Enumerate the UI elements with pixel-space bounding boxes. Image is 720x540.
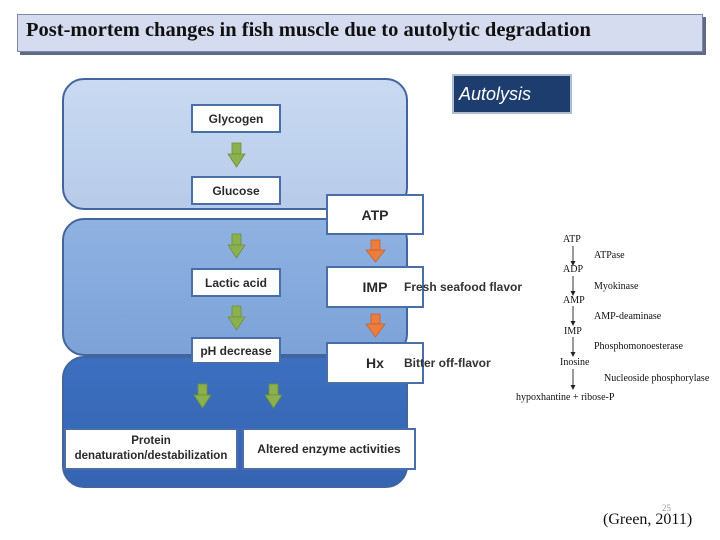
protein-label-line1: Protein	[131, 435, 171, 447]
autolysis-label: Autolysis	[459, 84, 532, 104]
lactic-acid-box: Lactic acid	[191, 268, 281, 297]
glycogen-box: Glycogen	[191, 104, 281, 133]
hx-box: Hx	[326, 342, 424, 384]
citation: (Green, 2011)	[603, 511, 693, 528]
green-arrow-ph-enzyme	[264, 383, 283, 409]
pathway-enzyme-atpase: ATPase	[594, 250, 625, 261]
protein-denaturation-box: Protein denaturation/destabilization	[64, 428, 238, 470]
pathway-compound-imp: IMP	[564, 326, 582, 337]
protein-label-line2: denaturation/destabilization	[74, 450, 228, 462]
fresh-flavor-label: Fresh seafood flavor	[404, 280, 523, 294]
page-number: 25	[662, 503, 671, 513]
orange-arrow-atp-imp	[365, 239, 386, 263]
pathway-enzyme-amp-deaminase: AMP-deaminase	[594, 311, 662, 322]
green-arrow-lactic-ph	[227, 305, 246, 331]
pathway-compound-atp: ATP	[563, 234, 581, 245]
green-arrow-ph-protein	[193, 383, 212, 409]
glucose-box: Glucose	[191, 176, 281, 205]
imp-box: IMP	[326, 266, 424, 308]
pathway-compound-inosine: Inosine	[560, 357, 590, 368]
pathway-enzyme-nucleoside-phosphorylase: Nucleoside phosphorylase	[604, 373, 710, 384]
atp-box: ATP	[326, 194, 424, 235]
title-banner	[17, 14, 703, 52]
orange-arrow-imp-hx	[365, 313, 386, 338]
enzyme-activities-box: Altered enzyme activities	[242, 428, 416, 470]
ph-decrease-box: pH decrease	[191, 337, 281, 364]
pathway-compound-amp: AMP	[563, 295, 585, 306]
pathway-enzyme-myokinase: Myokinase	[594, 281, 639, 292]
green-arrow-glucose-lactic	[227, 233, 246, 259]
autolysis-label-box	[452, 74, 572, 114]
pathway-enzyme-phosphomonoesterase: Phosphomonoesterase	[594, 341, 683, 352]
pathway-compound-adp: ADP	[563, 264, 584, 275]
slide-title: Post-mortem changes in fish muscle due t…	[26, 19, 591, 41]
pathway-final-products: hypoxhantine + ribose-P	[516, 392, 615, 403]
bitter-flavor-label: Bitter off-flavor	[404, 356, 491, 370]
pathway-arrows	[570, 246, 576, 390]
green-arrow-glycogen-glucose	[227, 142, 246, 168]
